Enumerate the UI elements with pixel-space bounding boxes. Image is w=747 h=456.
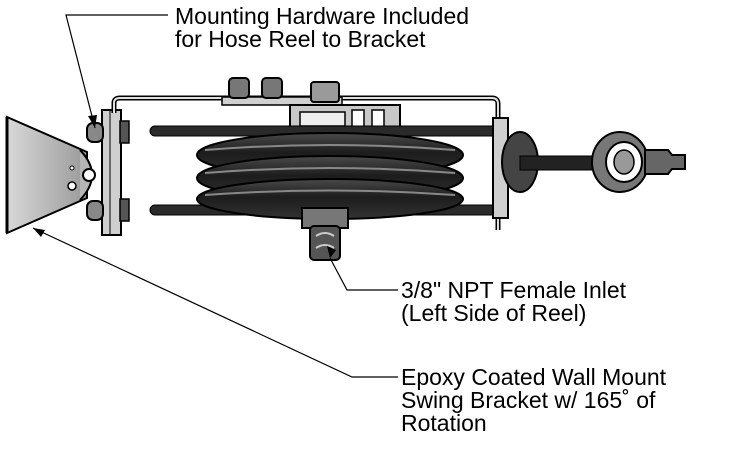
callout-mounting-hardware: Mounting Hardware Included for Hose Reel… [175, 5, 469, 51]
callout-bracket-line2: Swing Bracket w/ 165˚ of [401, 387, 656, 413]
callout-bracket-line1: Epoxy Coated Wall Mount [401, 364, 667, 390]
reel-frame [111, 95, 501, 230]
leader-lines [32, 14, 398, 378]
leader-bracket [32, 227, 398, 378]
callout-inlet-line1: 3/8" NPT Female Inlet [401, 277, 627, 303]
leader-inlet [329, 257, 398, 291]
leader-arrowheads [33, 115, 336, 258]
callout-inlet-line2: (Left Side of Reel) [401, 300, 587, 326]
callout-bracket-line3: Rotation [401, 410, 487, 436]
callout-inlet: 3/8" NPT Female Inlet (Left Side of Reel… [401, 279, 626, 325]
frame-nuts [228, 77, 340, 103]
callout-mounting-hardware-line2: for Hose Reel to Bracket [175, 26, 426, 52]
wall-mount-bracket [5, 115, 96, 235]
hose-outlet [492, 117, 686, 219]
hose-coils [196, 132, 464, 220]
female-inlet [301, 207, 349, 261]
callout-bracket: Epoxy Coated Wall Mount Swing Bracket w/… [401, 366, 666, 435]
callout-mounting-hardware-line1: Mounting Hardware Included [175, 3, 470, 29]
reel-bracket-flange [101, 109, 122, 236]
leader-mounting-hardware [65, 14, 168, 129]
